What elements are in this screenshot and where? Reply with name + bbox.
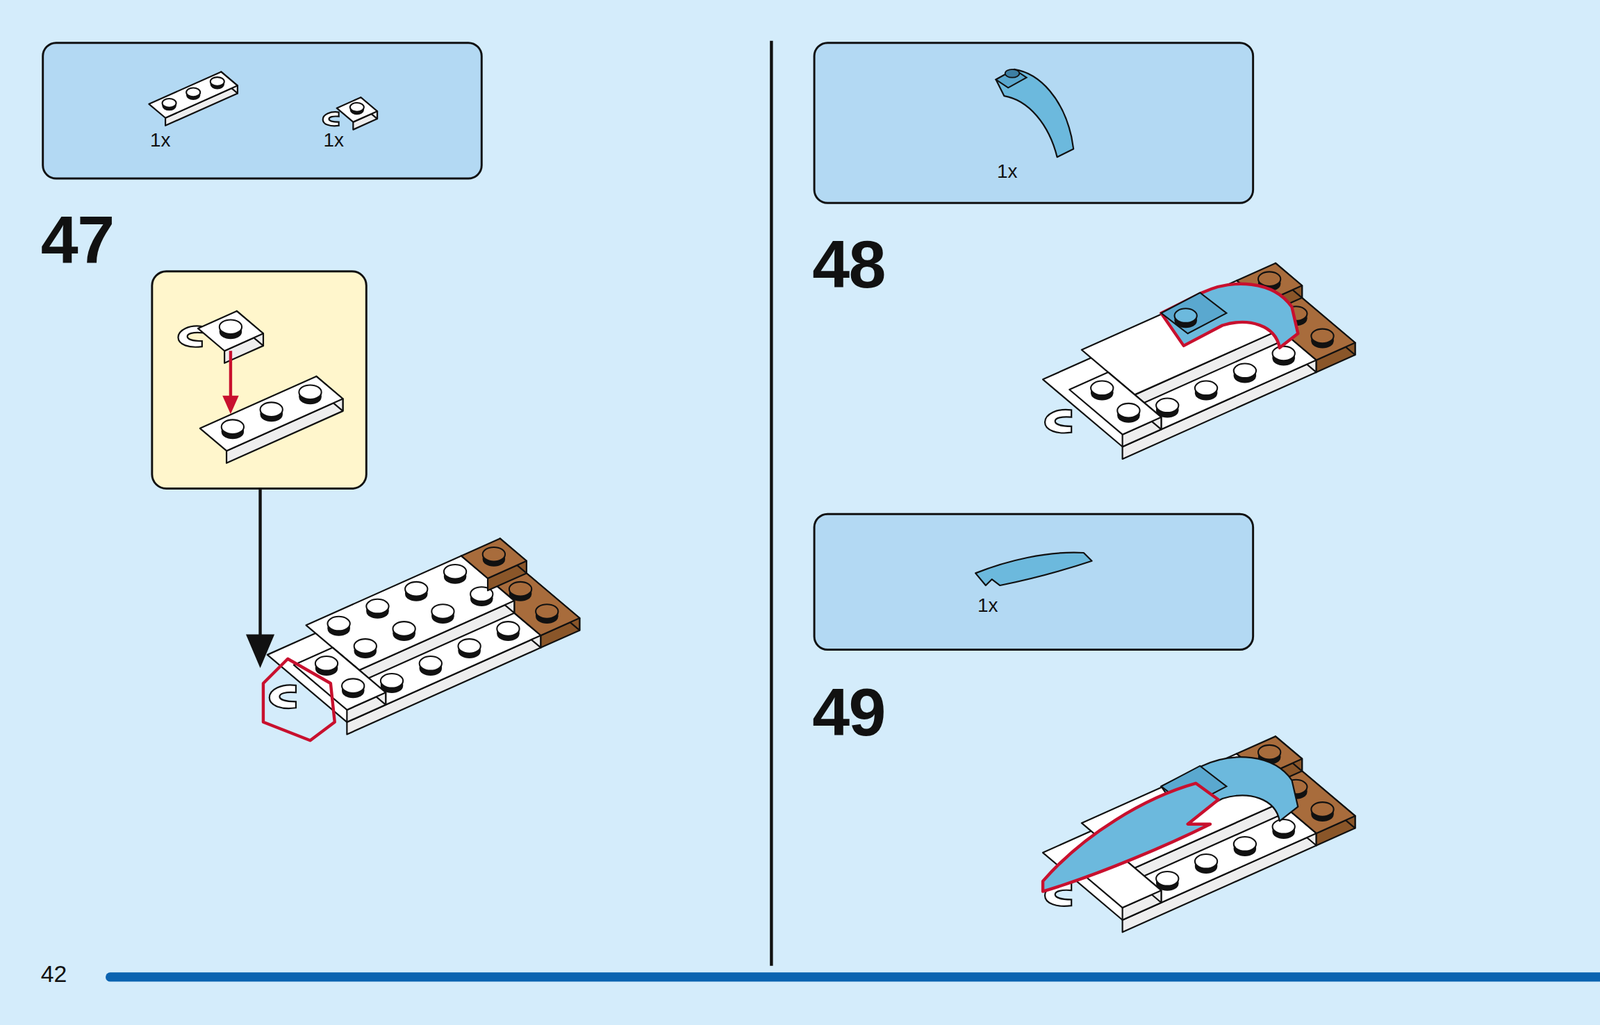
model-step-48 — [1042, 263, 1355, 460]
stud — [186, 88, 201, 98]
stud — [392, 621, 415, 637]
stud — [1156, 871, 1179, 887]
highlight — [263, 659, 335, 741]
model-step-49 — [1042, 736, 1355, 933]
step-number: 49 — [812, 678, 886, 747]
stud — [457, 639, 481, 654]
stud — [298, 384, 321, 400]
plate — [148, 71, 237, 118]
curved-slope — [1160, 293, 1227, 335]
stud — [1174, 308, 1198, 324]
part-quantity: 1x — [150, 129, 171, 153]
callout-parts — [177, 311, 343, 464]
plate — [293, 648, 386, 711]
stud — [431, 604, 454, 620]
parts-box-fill — [813, 513, 1255, 651]
assembly-arrow — [258, 489, 262, 638]
insert-arrow — [229, 350, 233, 399]
stud — [496, 621, 519, 637]
stud — [341, 678, 365, 694]
divider — [769, 40, 773, 967]
parts-box-fill — [41, 41, 483, 180]
stud — [1194, 854, 1218, 870]
stud — [443, 564, 467, 580]
plate — [461, 538, 527, 579]
callout-box — [152, 271, 367, 490]
stud — [380, 673, 403, 689]
parts-box: 1x — [813, 513, 1255, 651]
stud — [1090, 381, 1113, 397]
part-quantity: 1x — [977, 594, 998, 617]
stud — [315, 656, 338, 672]
plate — [336, 97, 378, 122]
part-quantity: 1x — [996, 160, 1018, 183]
stud — [1117, 403, 1140, 419]
stud — [405, 582, 428, 597]
stud — [350, 102, 365, 112]
arrow-head — [222, 396, 239, 415]
page-bar — [110, 972, 1600, 982]
step-number: 47 — [40, 206, 114, 274]
stud — [419, 656, 442, 672]
stud — [482, 547, 506, 563]
stud — [327, 616, 350, 632]
step-number: 48 — [812, 230, 886, 299]
stud — [162, 98, 177, 108]
stud — [1233, 837, 1257, 852]
page-number: 42 — [40, 962, 71, 987]
plate — [198, 311, 264, 351]
curved-slope — [975, 553, 1092, 586]
stud — [1310, 802, 1334, 818]
stud — [366, 599, 389, 615]
clip — [323, 111, 340, 126]
stud — [1156, 398, 1179, 414]
stud — [219, 319, 242, 335]
curved-slope — [1042, 783, 1219, 893]
plate — [200, 376, 344, 451]
parts — [148, 69, 1092, 586]
arrow-head — [245, 634, 275, 669]
stud — [1233, 364, 1257, 379]
parts-box: 1x 1x — [41, 41, 483, 180]
stud — [1258, 271, 1281, 287]
parts-box-fill — [813, 41, 1255, 205]
curved-slope — [1160, 284, 1298, 349]
stud — [509, 582, 532, 597]
stud — [1310, 329, 1334, 344]
clip — [1044, 409, 1072, 434]
stud — [260, 402, 283, 417]
part-quantity: 1x — [323, 129, 344, 153]
stud — [210, 77, 225, 87]
model-step-47 — [263, 538, 580, 741]
parts-box: 1x — [813, 41, 1255, 205]
stud — [535, 604, 558, 620]
curved-slope — [996, 69, 1075, 158]
plate — [1069, 372, 1161, 435]
stud — [1258, 745, 1281, 761]
clip — [269, 685, 296, 709]
stud — [221, 419, 244, 435]
stud — [1272, 819, 1296, 835]
stud — [1272, 346, 1296, 362]
stud — [1194, 381, 1218, 397]
curved-slope — [996, 69, 1027, 88]
stud — [1005, 69, 1020, 78]
stud — [354, 639, 377, 654]
